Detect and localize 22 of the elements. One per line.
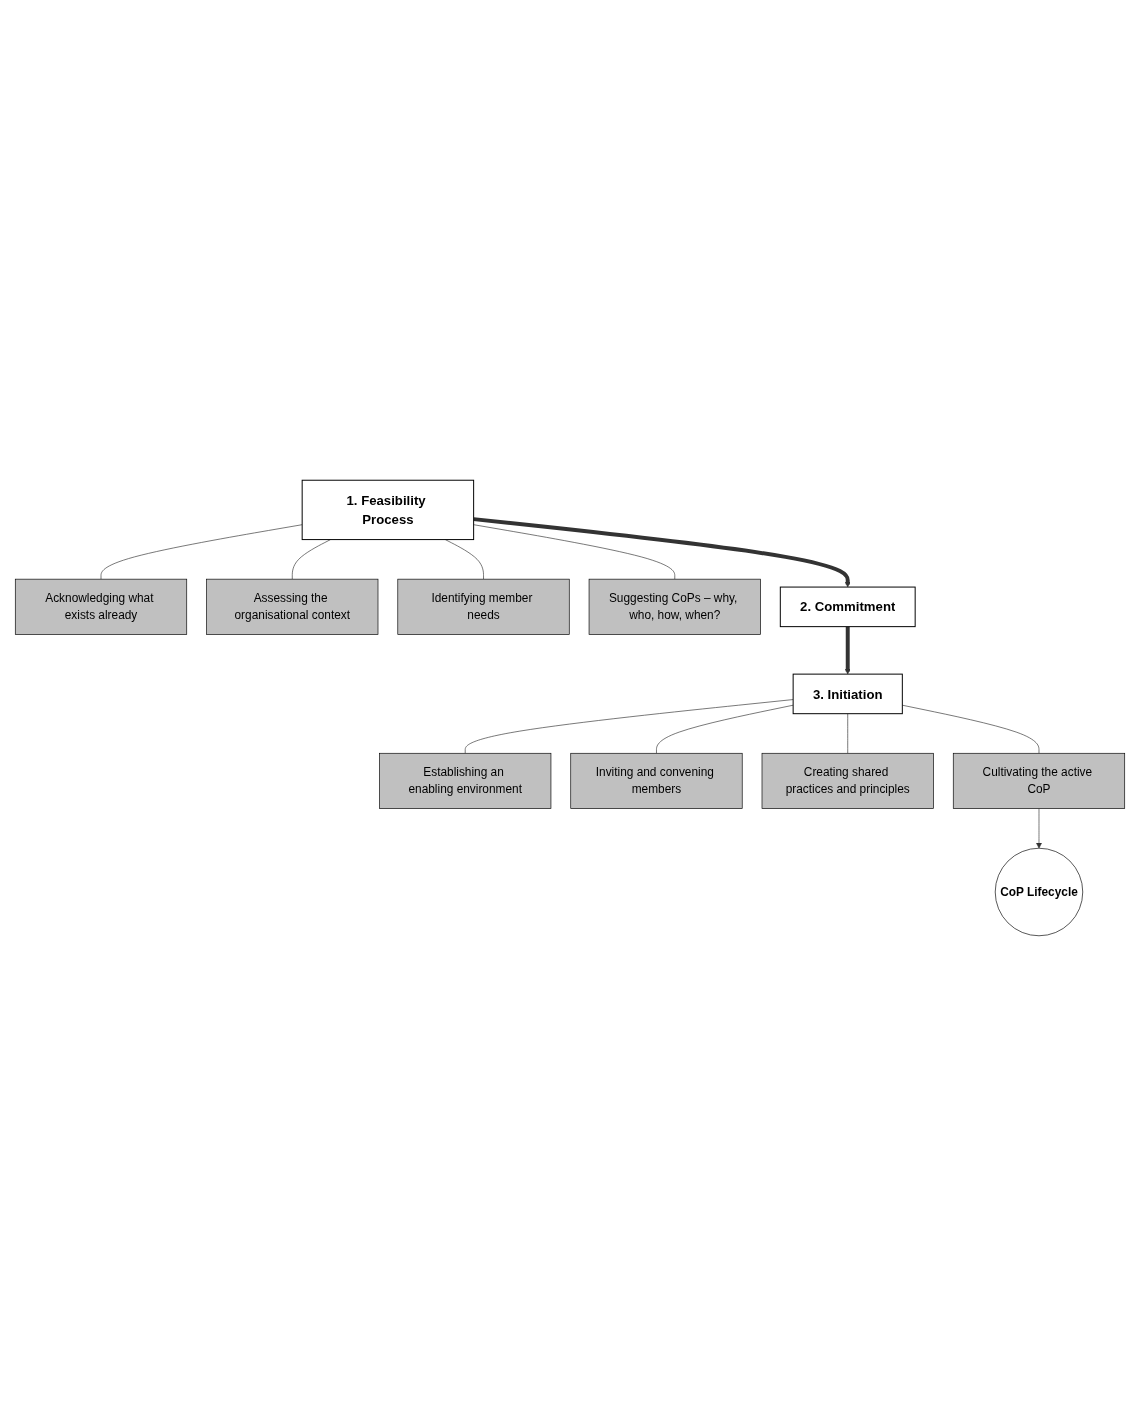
connector — [656, 704, 794, 754]
arrow — [473, 517, 851, 588]
node-box: Acknowledging what exists already — [14, 578, 188, 635]
node-circle: CoP Lifecycle — [994, 847, 1084, 937]
node-box: 3. Initiation — [792, 673, 903, 715]
connector — [291, 539, 331, 580]
connector — [902, 704, 1040, 754]
node-box: Creating shared practices and principles — [761, 752, 934, 809]
node-box: Suggesting CoPs – why, who, how, when? — [588, 578, 761, 635]
node-box: Cultivating the active CoP — [952, 752, 1126, 809]
arrow — [844, 626, 851, 675]
connector — [444, 539, 484, 580]
connector — [100, 524, 303, 580]
node-box: Assessing the organisational context — [206, 578, 379, 635]
connector — [464, 699, 794, 754]
connector — [847, 713, 849, 754]
node-box: Identifying member needs — [397, 578, 570, 635]
node-box: Establishing an enabling environment — [379, 752, 552, 809]
node-box: Inviting and convening members — [570, 752, 743, 809]
node-box: 1. Feasibility Process — [301, 479, 475, 541]
connector — [473, 524, 676, 580]
node-box: 2. Commitment — [779, 586, 916, 628]
